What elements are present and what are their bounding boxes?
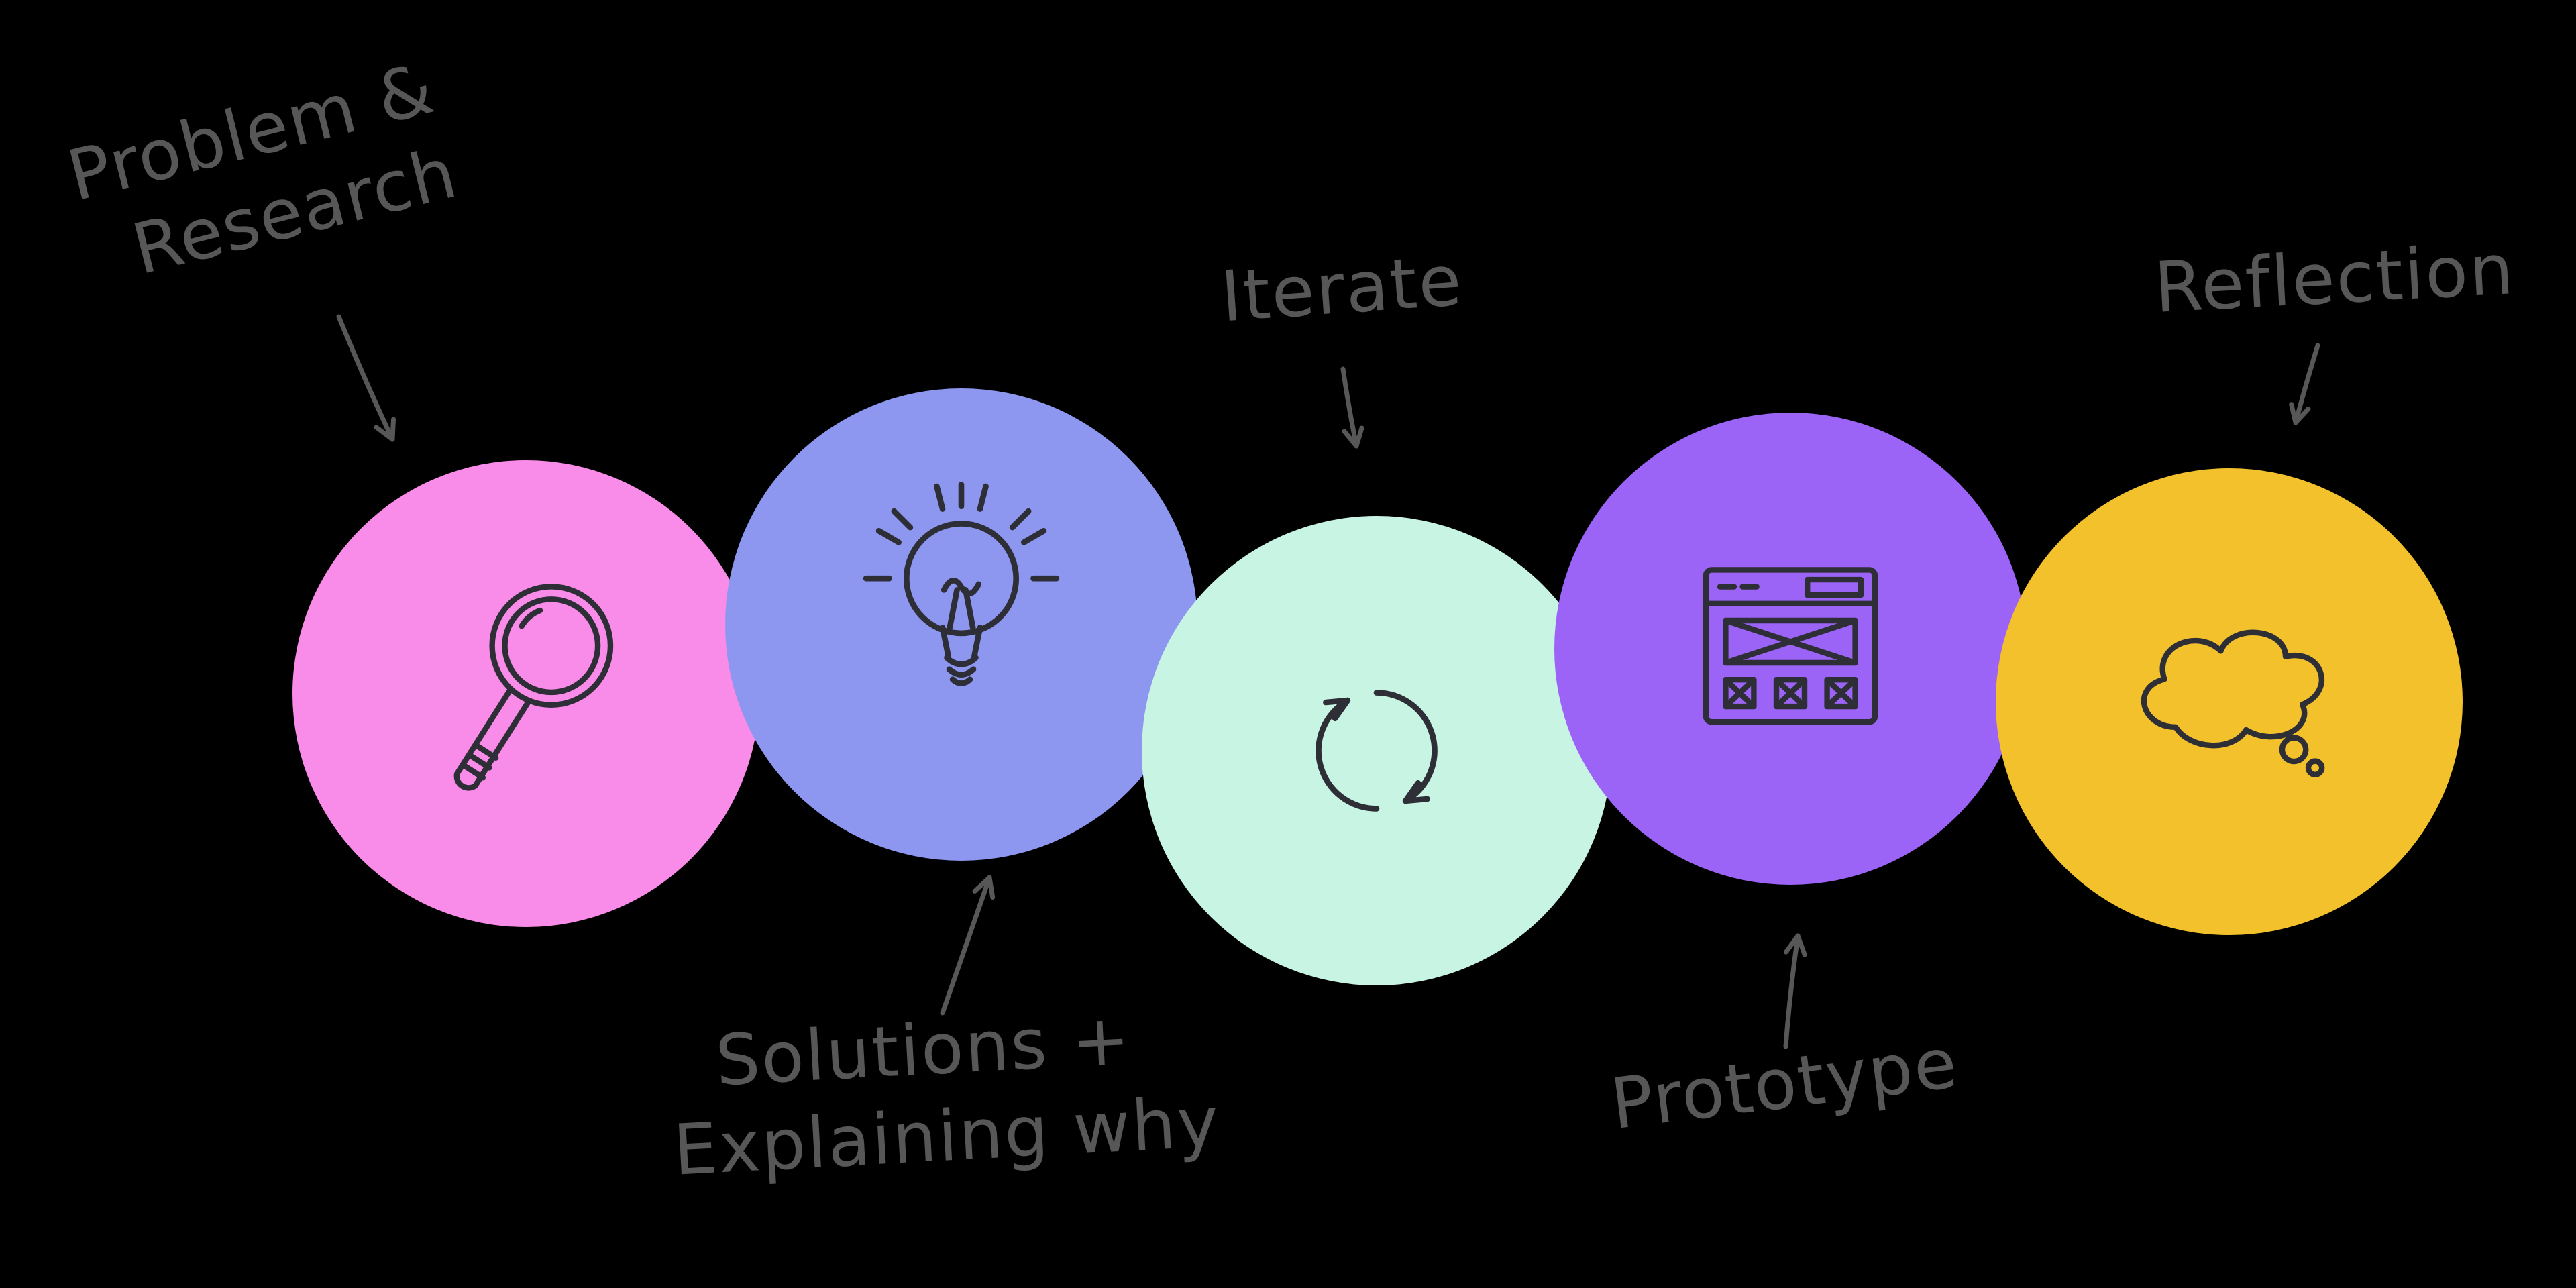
- step-circle-problem-research: [292, 460, 759, 927]
- step-circle-iterate: [1142, 516, 1611, 985]
- browser-wireframe-icon: [1554, 413, 2027, 885]
- arrow-iterate: [1315, 362, 1395, 459]
- step-circle-solutions: [725, 388, 1197, 861]
- lightbulb-icon: [725, 388, 1197, 861]
- arrow-prototype: [1751, 926, 1831, 1056]
- arrow-problem-research: [322, 309, 443, 466]
- step-circle-reflection: [1996, 468, 2463, 935]
- label-reflection: Reflection: [2152, 228, 2517, 329]
- label-problem-research: Problem & Research: [25, 36, 497, 313]
- magnifying-glass-icon: [292, 460, 759, 927]
- label-iterate: Iterate: [1218, 239, 1466, 338]
- cycle-arrows-icon: [1142, 516, 1611, 985]
- thought-cloud-icon: [1996, 468, 2463, 935]
- step-circle-prototype: [1554, 413, 2027, 885]
- arrow-reflection: [2247, 339, 2334, 435]
- label-solutions: Solutions + Explaining why: [667, 993, 1222, 1193]
- arrow-solutions: [919, 865, 1020, 1022]
